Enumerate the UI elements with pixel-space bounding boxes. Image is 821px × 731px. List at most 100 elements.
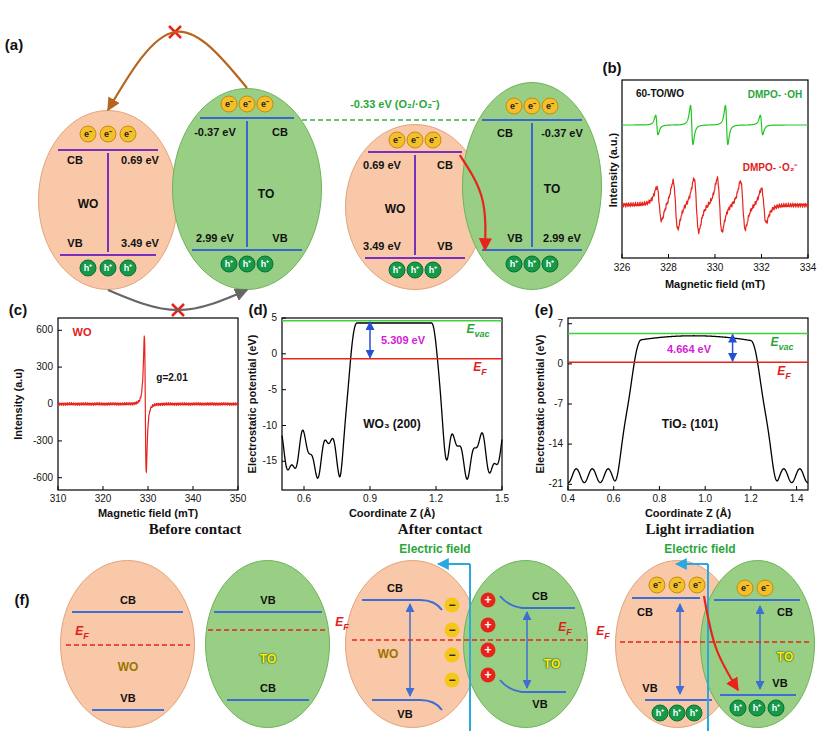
- tick-mark: [193, 486, 194, 490]
- tick-mark: [58, 367, 62, 368]
- band-text: TO: [544, 183, 560, 197]
- tick-mark: [58, 330, 62, 331]
- gap-line: [246, 121, 248, 247]
- tick-mark: [58, 477, 62, 478]
- potential-curve: [568, 336, 808, 483]
- charge-carrier: e⁻: [542, 98, 559, 115]
- charge-carrier: h⁺: [506, 256, 523, 273]
- tick-mark: [282, 389, 286, 390]
- charge-carrier: e⁻: [257, 96, 274, 113]
- band-line: [482, 119, 582, 121]
- space-charge: +: [481, 593, 496, 608]
- plot-frame: [568, 318, 808, 490]
- subscript: F: [343, 622, 349, 632]
- panel-label: (a): [5, 36, 23, 53]
- potential-curve: [282, 323, 502, 479]
- tick-mark: [568, 486, 569, 490]
- annotation: Electric field: [399, 543, 470, 557]
- band-text: 0.69 eV: [363, 159, 401, 172]
- tick-mark: [622, 254, 623, 258]
- charge-carrier: e⁻: [506, 98, 523, 115]
- band-line: [632, 597, 700, 599]
- tick-mark: [705, 486, 706, 490]
- field-line: [469, 564, 471, 731]
- band-text: TO: [260, 653, 276, 667]
- axis-title: Magnetic field (mT): [98, 507, 198, 520]
- gap-line: [107, 153, 109, 252]
- tick-label: 330: [140, 493, 157, 505]
- particle-ellipse: [701, 561, 815, 728]
- to-particle: VBTOCB: [205, 560, 330, 728]
- work-function-arrow: [369, 322, 371, 358]
- band-text: VB: [272, 232, 287, 245]
- band-line: [365, 257, 465, 259]
- axis-title: Coordinate Z (Å): [349, 507, 435, 520]
- fermi-level: [568, 361, 808, 363]
- band-text: -0.37 eV: [194, 126, 236, 139]
- subscript: F: [604, 631, 610, 641]
- band-line: [200, 117, 294, 119]
- tick-label: -14: [549, 438, 563, 450]
- band-line: [58, 149, 158, 151]
- fermi-level: [282, 358, 502, 360]
- axis-title: Electrostatic potential (eV): [534, 335, 547, 474]
- panel-label: (d): [248, 301, 267, 318]
- tick-label: 5: [271, 312, 277, 324]
- tick-label: 0.9: [363, 493, 377, 505]
- fermi-level: [620, 641, 812, 643]
- band-text: VB: [67, 237, 82, 250]
- band-text: VB: [437, 240, 452, 253]
- band-text: CB: [67, 154, 83, 167]
- annotation: Evac: [466, 323, 489, 339]
- plot-frame: [58, 318, 238, 490]
- tick-label: 330: [707, 262, 724, 274]
- tick-mark: [282, 425, 286, 426]
- subscript: F: [785, 371, 791, 381]
- space-charge: −: [445, 648, 460, 663]
- annotation: Evac: [770, 336, 793, 352]
- particle-ellipse: [206, 561, 330, 728]
- band-line: [60, 254, 156, 256]
- tick-label: 1.0: [698, 493, 712, 505]
- charge-carrier: h⁺: [120, 260, 137, 277]
- charge-carrier: e⁻: [669, 577, 686, 594]
- subscript: F: [481, 367, 487, 377]
- charge-carrier: h⁺: [80, 260, 97, 277]
- annotation: 5.309 eV: [381, 334, 425, 347]
- band-text: CB: [260, 682, 276, 695]
- tick-label: 0: [271, 348, 277, 360]
- charge-carrier: h⁺: [686, 705, 703, 722]
- tick-label: -5: [268, 384, 277, 396]
- axis-title: Intensity (a.u.): [607, 133, 620, 208]
- tick-mark: [715, 254, 716, 258]
- excitation-arrow: [409, 604, 411, 696]
- tick-mark: [282, 353, 286, 354]
- wo-particle: CBWOVB: [60, 560, 195, 728]
- tick-mark: [148, 486, 149, 490]
- band-line: [227, 699, 309, 701]
- tick-label: 300: [36, 361, 53, 373]
- epr-trace: [58, 337, 238, 472]
- band-line: [192, 249, 302, 251]
- charge-carrier: e⁻: [100, 126, 117, 143]
- annotation: EF: [558, 621, 572, 637]
- tick-label: -7: [554, 398, 563, 410]
- tick-label: 7: [557, 318, 563, 330]
- charge-carrier: h⁺: [100, 260, 117, 277]
- band-line: [72, 611, 183, 613]
- subscript: F: [83, 631, 89, 641]
- tick-label: 326: [614, 262, 631, 274]
- band-text: CB: [532, 590, 548, 603]
- axis-title: Magnetic field (mT): [665, 278, 765, 291]
- tick-label: 0: [557, 358, 563, 370]
- particle-outline: [345, 560, 480, 728]
- wo-particle: CBWOVB: [345, 560, 480, 728]
- tick-label: 600: [36, 325, 53, 337]
- tick-mark: [761, 254, 762, 258]
- band-text: 3.49 eV: [363, 240, 401, 253]
- space-charge: −: [445, 673, 460, 688]
- redox-level: [302, 119, 478, 121]
- band-text: CB: [497, 127, 513, 140]
- excitation-arrow: [679, 604, 681, 694]
- field-line: [707, 564, 709, 731]
